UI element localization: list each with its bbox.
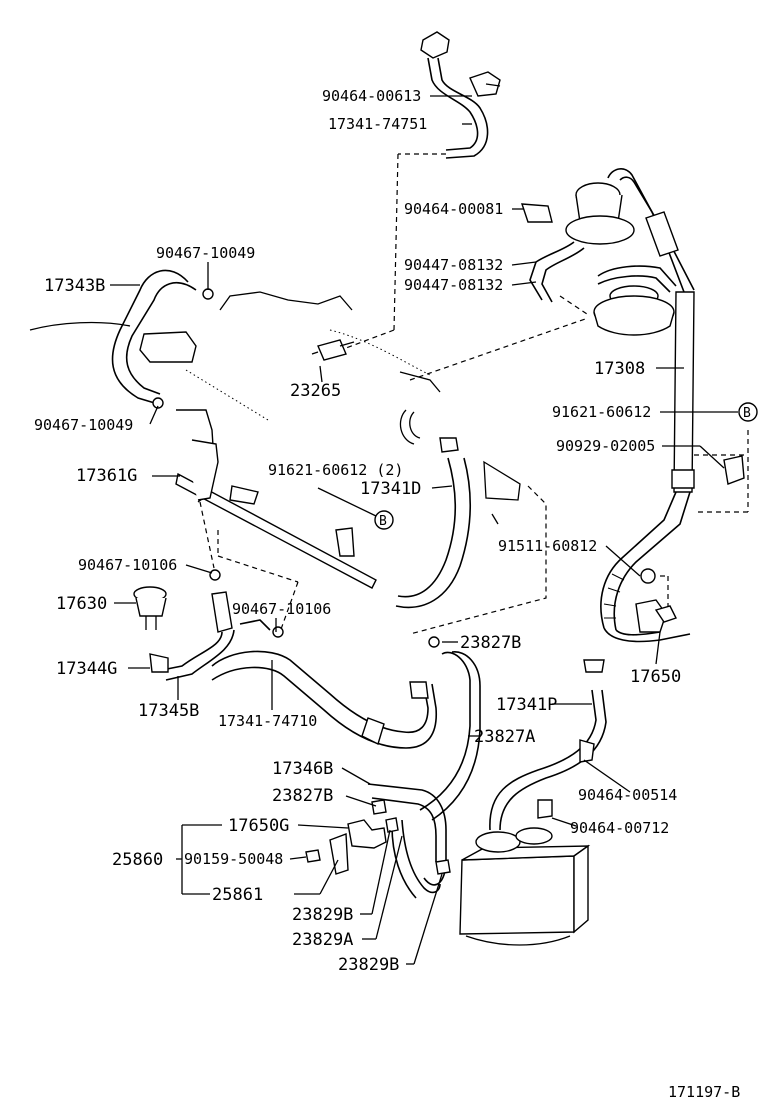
- charcoal-canister: [459, 827, 591, 946]
- leader-lines: [110, 95, 738, 965]
- hose-17308: [600, 291, 749, 643]
- label-23829b-b: 23829B: [338, 955, 399, 975]
- label-90159-50048: 90159-50048: [184, 850, 283, 868]
- label-90464-00514: 90464-00514: [578, 786, 677, 804]
- vsv-17650g: [305, 819, 387, 875]
- label-23827b-bot: 23827B: [272, 786, 333, 806]
- pipe-17361g: [175, 409, 377, 633]
- label-17345b: 17345B: [138, 701, 199, 721]
- label-17650g: 17650G: [228, 816, 289, 836]
- label-90464-00712: 90464-00712: [570, 819, 669, 837]
- label-90929-02005: 90929-02005: [556, 437, 655, 455]
- label-17344g: 17344G: [56, 659, 117, 679]
- label-17341-74710: 17341-74710: [218, 712, 317, 730]
- reference-marker-b-mid: B: [374, 510, 394, 530]
- label-17308: 17308: [594, 359, 645, 379]
- label-17361g: 17361G: [76, 466, 137, 486]
- hoses-lower-left: [149, 591, 438, 749]
- svg-text:B: B: [743, 406, 751, 421]
- label-90467-10049-top: 90467-10049: [156, 244, 255, 262]
- svg-text:B: B: [379, 514, 387, 529]
- vsv-17650: [635, 568, 677, 633]
- label-23827a: 23827A: [474, 727, 535, 747]
- label-23265: 23265: [290, 381, 341, 401]
- hose-17341p: [489, 659, 607, 831]
- hose-23827a: [419, 636, 481, 821]
- label-90464-00081: 90464-00081: [404, 200, 503, 218]
- label-90467-10049-mid: 90467-10049: [34, 416, 133, 434]
- label-17343b: 17343B: [44, 276, 105, 296]
- top-hose-assembly: [345, 31, 501, 349]
- label-17341-74751: 17341-74751: [328, 115, 427, 133]
- hoses-23829: [367, 783, 451, 899]
- label-23827b-top: 23827B: [460, 633, 521, 653]
- label-90447-08132-a: 90447-08132: [404, 256, 503, 274]
- label-91621-60612: 91621-60612: [552, 403, 651, 421]
- label-91511-60812: 91511-60812: [498, 537, 597, 555]
- label-17341p: 17341P: [496, 695, 557, 715]
- label-25860: 25860: [112, 850, 163, 870]
- vacuum-valve-lower: [593, 265, 677, 336]
- diagram-id: 171197-B: [668, 1083, 740, 1101]
- label-25861: 25861: [212, 885, 263, 905]
- label-90467-10106-b: 90467-10106: [232, 600, 331, 618]
- label-91621-60612-2: 91621-60612 (2): [268, 461, 403, 479]
- label-90467-10106-a: 90467-10106: [78, 556, 177, 574]
- hose-17341d: [395, 437, 472, 609]
- vacuum-valve-upper: [521, 168, 695, 303]
- label-17630: 17630: [56, 594, 107, 614]
- engine-outline: [29, 291, 591, 635]
- filter-23265: [311, 339, 355, 361]
- reference-marker-b-top: B: [738, 402, 758, 422]
- label-17346b: 17346B: [272, 759, 333, 779]
- label-23829a: 23829A: [292, 930, 353, 950]
- hose-17343b: [111, 269, 214, 409]
- valve-17630: [133, 569, 221, 630]
- label-23829b-a: 23829B: [292, 905, 353, 925]
- label-17650: 17650: [630, 667, 681, 687]
- label-17341d: 17341D: [360, 479, 421, 499]
- callout-labels: 90464-00613 17341-74751 90464-00081 9044…: [34, 87, 740, 1101]
- label-90447-08132-b: 90447-08132: [404, 276, 503, 294]
- label-90464-00613: 90464-00613: [322, 87, 421, 105]
